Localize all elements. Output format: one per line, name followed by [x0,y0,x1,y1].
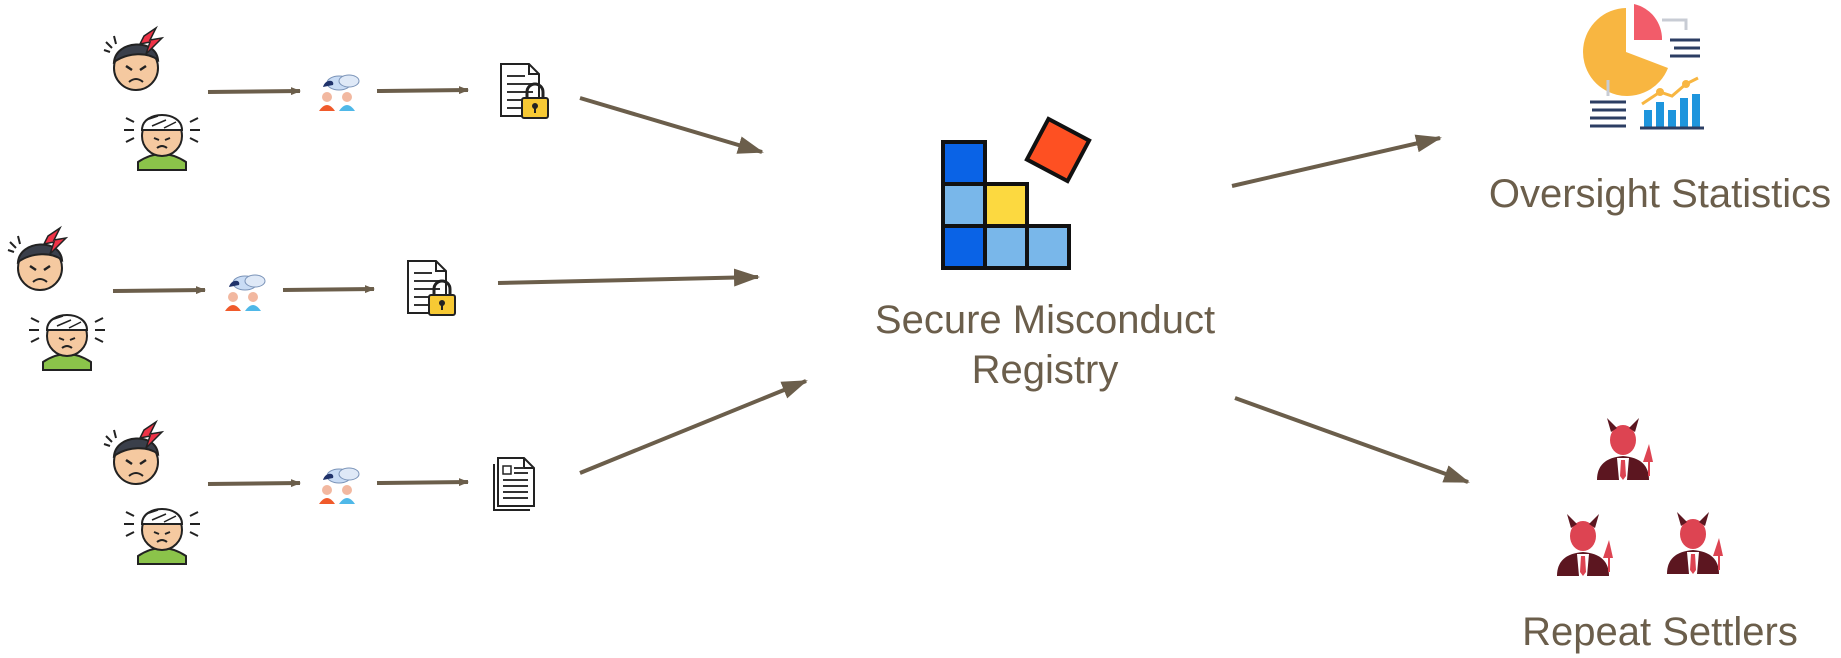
injured-person-icon [123,508,201,565]
devil-businessman-icon [1666,511,1724,575]
arrow [282,285,375,294]
arrow [376,478,469,487]
angry-person-icon [102,26,164,92]
arrow [579,96,764,154]
angry-person-icon [102,420,164,486]
oversight-statistics-label: Oversight Statistics [1488,172,1832,216]
repeat-settlers-label: Repeat Settlers [1522,610,1798,654]
arrow [207,87,301,96]
injured-person-icon [123,114,201,171]
registry-blocks-icon [941,116,1092,270]
registry-label-line-1: Secure Misconduct [874,298,1216,342]
arrow [579,379,808,475]
group-meeting-icon [318,74,360,112]
row-1 [102,26,764,171]
registry-label-line-2: Registry [971,348,1119,392]
locked-document-icon [499,62,550,120]
locked-document-icon [406,259,457,317]
row-2 [6,226,760,371]
injured-person-icon [28,314,106,371]
row-3 [102,379,808,565]
statistics-dashboard-icon [1583,4,1704,130]
arrow-to-oversight [1231,134,1442,188]
group-meeting-icon [318,467,360,505]
angry-person-icon [6,226,68,292]
arrow [497,268,760,287]
devil-businessman-icon [1556,513,1614,577]
arrow [376,86,469,95]
arrow [207,479,301,488]
devil-businessman-icon [1596,417,1654,481]
group-meeting-icon [224,274,266,312]
arrow-to-settlers [1234,396,1470,484]
arrow [112,286,206,295]
plain-document-icon [493,457,535,511]
